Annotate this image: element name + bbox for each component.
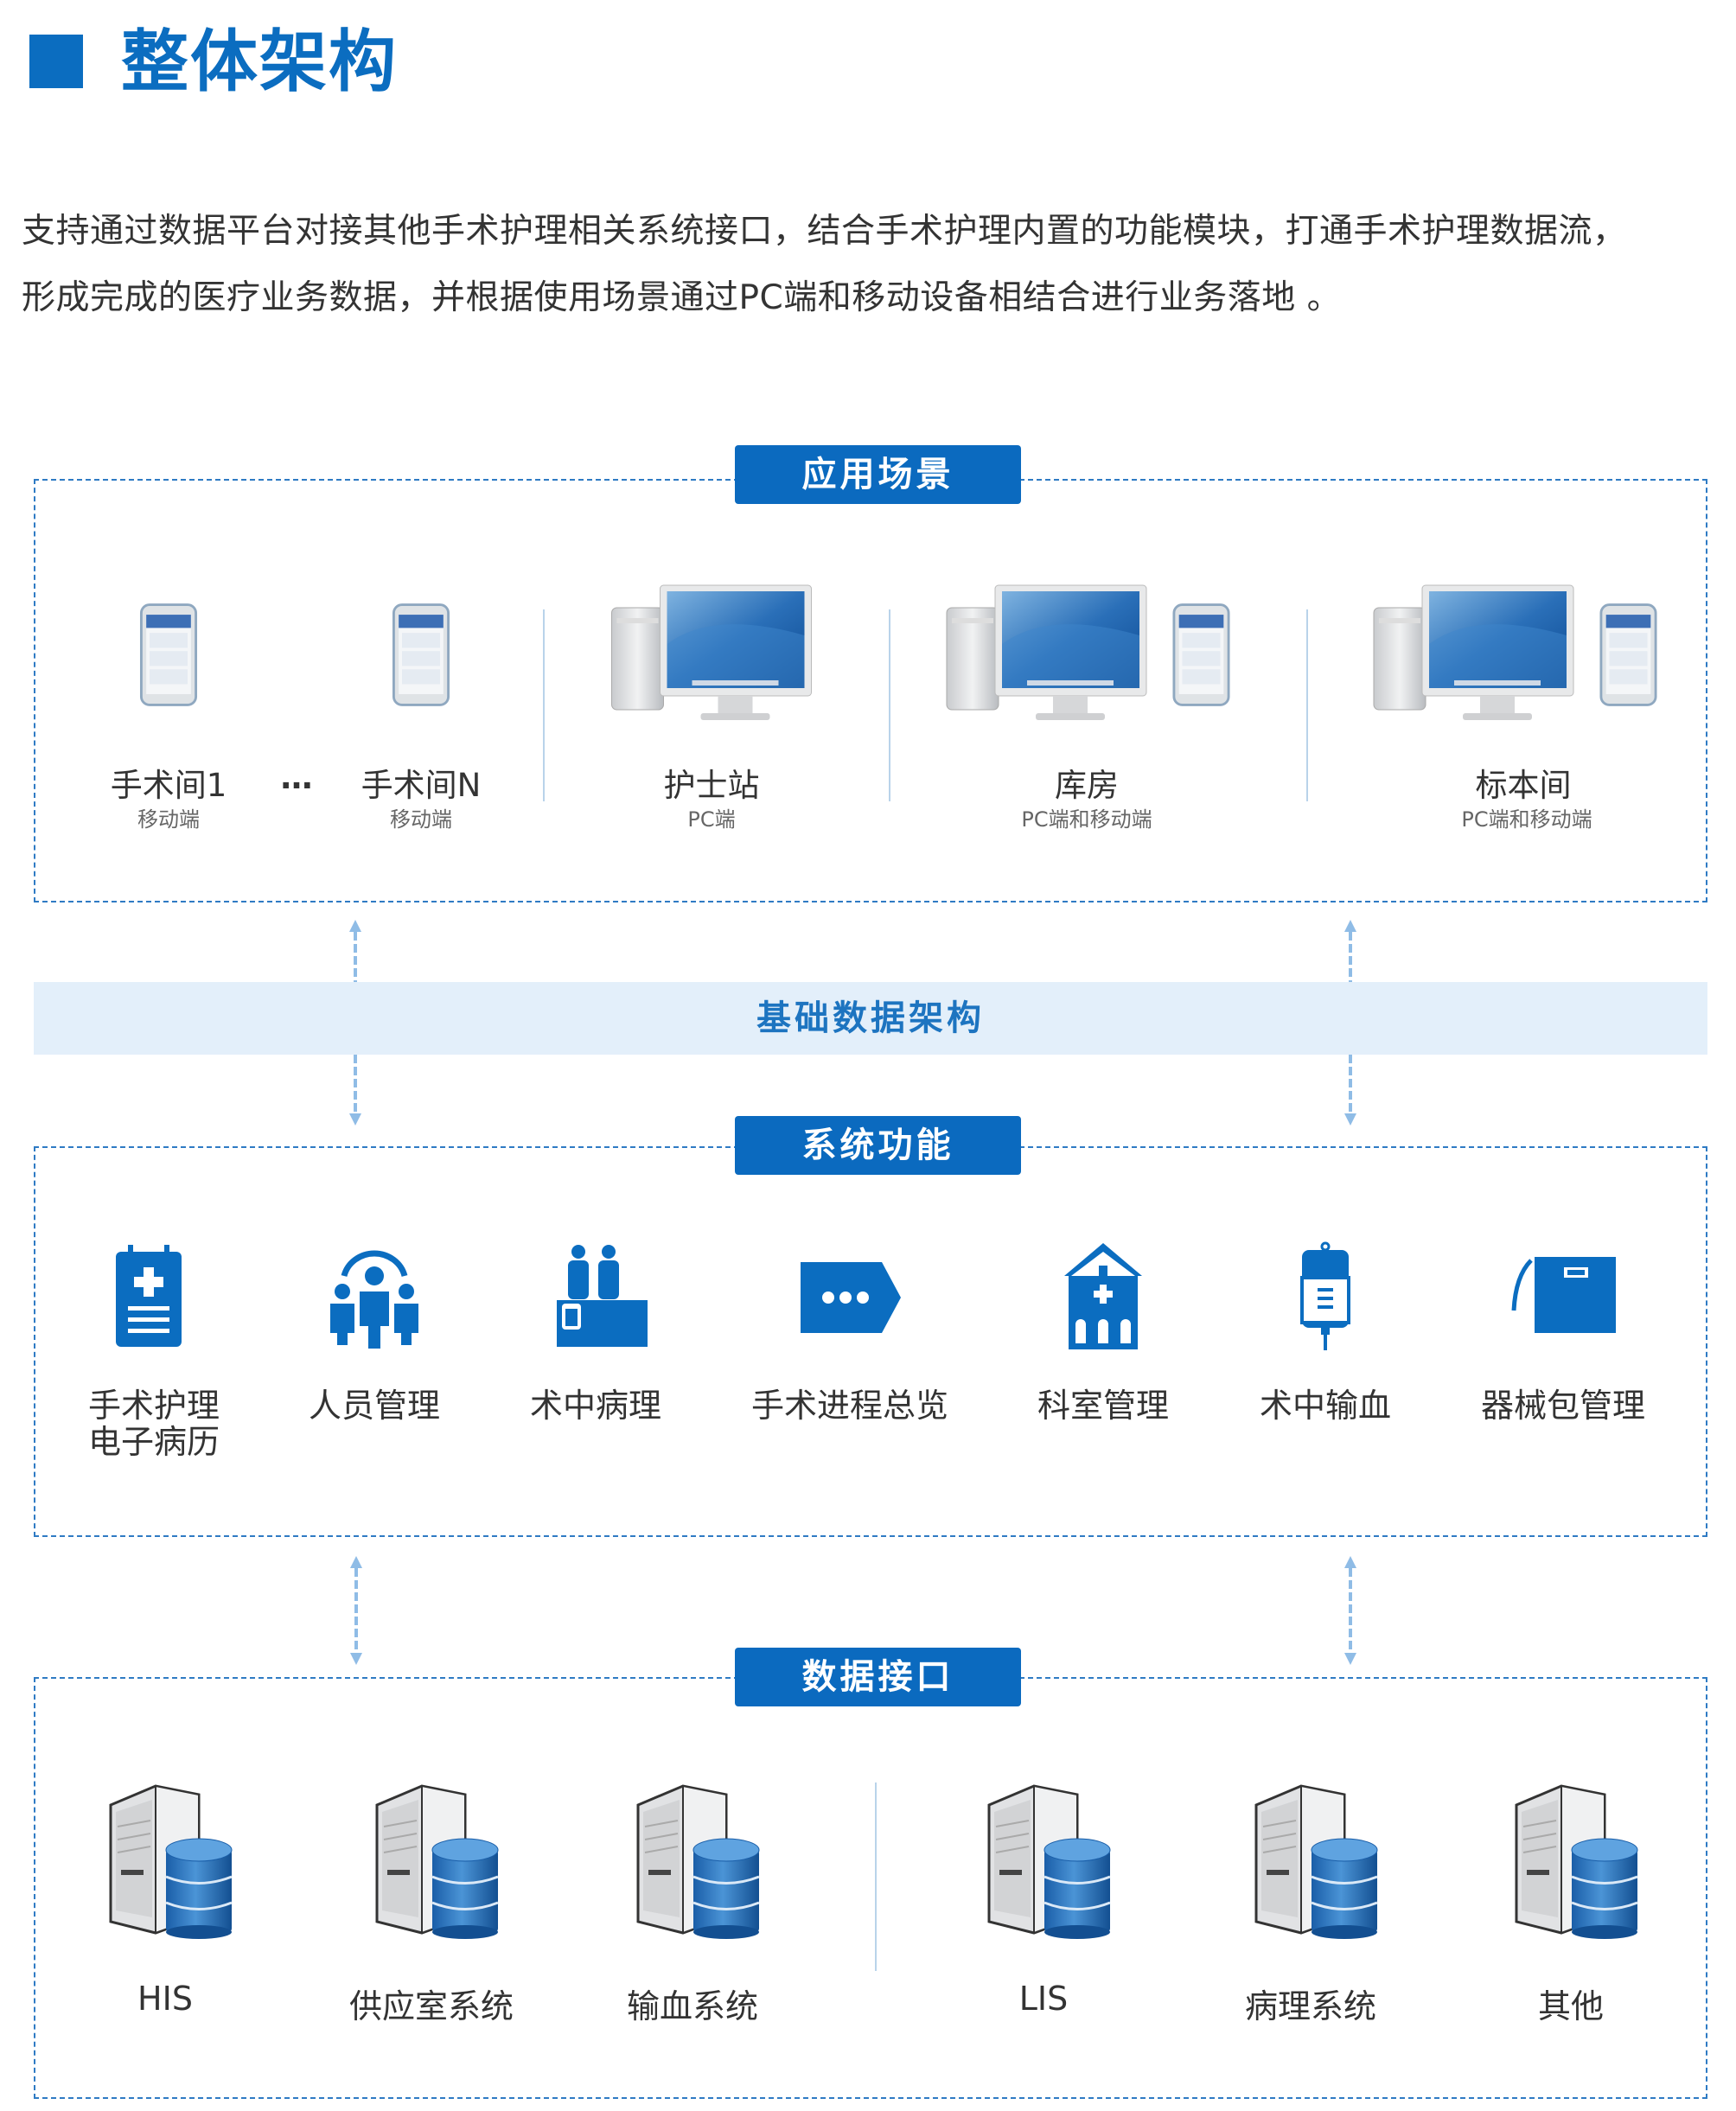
- divider: [889, 609, 890, 801]
- intro-line-1: 支持通过数据平台对接其他手术护理相关系统接口，结合手术护理内置的功能模块，打通手…: [22, 212, 1627, 251]
- function-label: 人员管理: [308, 1387, 441, 1425]
- function-label: 科室管理: [1037, 1387, 1170, 1425]
- device-or-room-1: [140, 579, 198, 730]
- phone-icon: [140, 601, 198, 709]
- interfaces-label: 数据接口: [735, 1648, 1021, 1706]
- interface-label: 其他: [1537, 1987, 1605, 2025]
- scenarios-label: 应用场景: [735, 445, 1021, 504]
- interfaces-panel: [34, 1677, 1707, 2099]
- device-storeroom: [945, 579, 1230, 730]
- desktop-pc-icon: [610, 584, 814, 726]
- scenario-name: 标本间: [1475, 767, 1572, 804]
- desktop-pc-icon: [1372, 584, 1575, 726]
- function-label: 器械包管理: [1480, 1387, 1646, 1425]
- scenario-name: 手术间N: [361, 767, 482, 804]
- database-server-icon: [1249, 1779, 1379, 1939]
- scenario-sub: 移动端: [390, 807, 452, 832]
- functions-label: 系统功能: [735, 1116, 1021, 1175]
- arrow-down-icon: [349, 1055, 361, 1126]
- phone-icon: [393, 601, 450, 709]
- function-label-line2: 电子病历: [87, 1423, 220, 1461]
- scenario-sub: 移动端: [137, 807, 200, 832]
- instrument-box-icon: [1511, 1257, 1616, 1333]
- progress-tag-icon: [801, 1262, 901, 1333]
- function-label: 手术进程总览: [750, 1387, 949, 1425]
- database-server-icon: [370, 1779, 500, 1939]
- function-label: 手术护理电子病历: [88, 1387, 220, 1460]
- desktop-pc-icon: [945, 584, 1148, 726]
- interface-label: 病理系统: [1244, 1987, 1377, 2025]
- hospital-icon: [1064, 1243, 1142, 1349]
- arrow-up-icon: [1344, 920, 1356, 982]
- device-nurse-station: [610, 579, 814, 730]
- scenario-sub: PC端: [687, 807, 736, 832]
- database-server-icon: [104, 1779, 233, 1939]
- ellipsis: …: [280, 759, 313, 796]
- page-title: 整体架构: [121, 23, 399, 101]
- function-label-line1: 手术护理: [87, 1387, 220, 1425]
- function-label: 术中病理: [529, 1387, 662, 1425]
- arrow-up-icon: [349, 920, 361, 982]
- interface-label: 供应室系统: [348, 1987, 514, 2025]
- interface-label: HIS: [137, 1980, 193, 2018]
- arrow-bidirectional-icon: [350, 1556, 362, 1665]
- database-server-icon: [631, 1779, 761, 1939]
- title-marker: [29, 35, 83, 88]
- arrow-down-icon: [1344, 1055, 1356, 1126]
- infrastructure-band: 基础数据架构: [34, 982, 1707, 1055]
- divider: [875, 1783, 877, 1971]
- device-specimen-room: [1372, 579, 1657, 730]
- interface-label: 输血系统: [626, 1987, 759, 2025]
- people-icon: [330, 1250, 418, 1349]
- scenario-sub: PC端和移动端: [1021, 807, 1152, 832]
- function-label: 术中输血: [1259, 1387, 1392, 1425]
- arrow-bidirectional-icon: [1344, 1556, 1356, 1665]
- device-or-room-n: [393, 579, 450, 730]
- interface-label: LIS: [1018, 1980, 1069, 2018]
- divider: [1306, 609, 1308, 801]
- scenario-name: 手术间1: [110, 767, 227, 804]
- scenario-name: 护士站: [663, 767, 760, 804]
- phone-icon: [1172, 601, 1230, 709]
- pathology-icon: [557, 1245, 648, 1347]
- medical-record-icon: [116, 1245, 182, 1347]
- intro-line-2: 形成完成的医疗业务数据，并根据使用场景通过PC端和移动设备相结合进行业务落地 。: [22, 278, 1342, 317]
- database-server-icon: [982, 1779, 1112, 1939]
- blood-bag-icon: [1300, 1241, 1350, 1350]
- scenario-name: 库房: [1055, 767, 1119, 804]
- divider: [543, 609, 545, 801]
- database-server-icon: [1509, 1779, 1639, 1939]
- scenario-sub: PC端和移动端: [1461, 807, 1592, 832]
- phone-icon: [1599, 601, 1657, 709]
